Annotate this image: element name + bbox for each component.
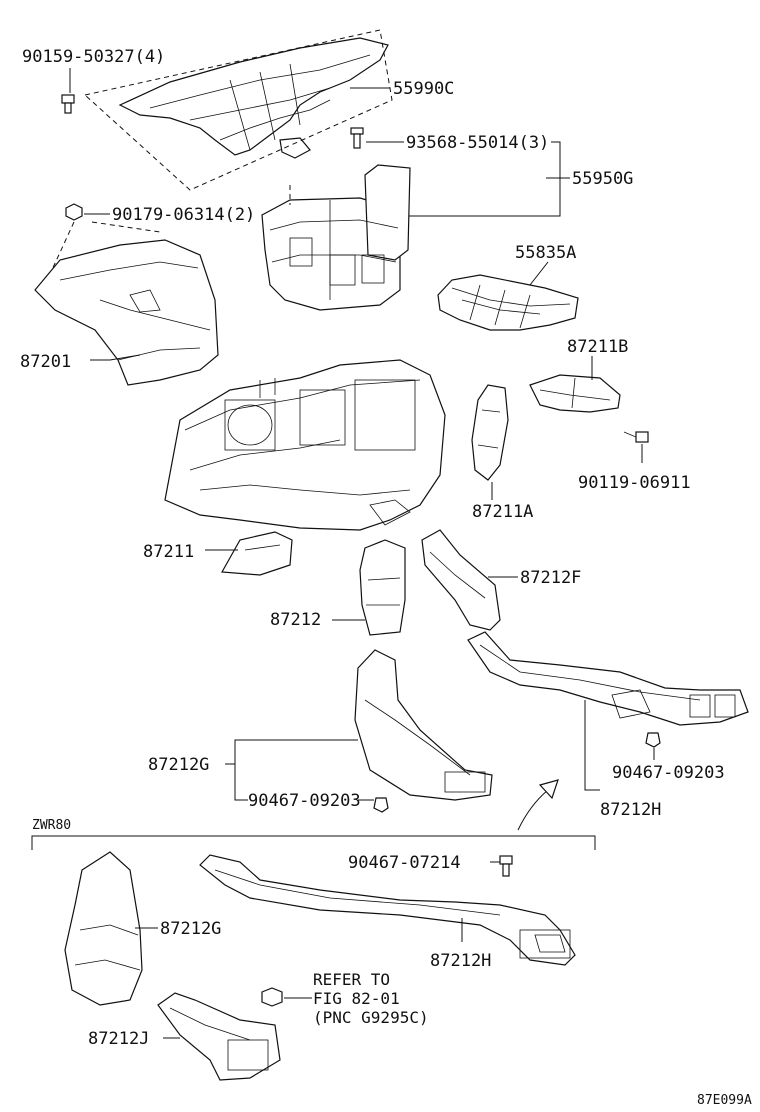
label-90467-09203-b: 90467-09203 — [612, 763, 725, 783]
part-hvac-unit — [164, 359, 446, 531]
label-87212: 87212 — [270, 610, 321, 630]
label-87212h-lower: 87212H — [430, 951, 491, 971]
part-87211a-duct[interactable] — [471, 384, 509, 481]
arrow-up-icon — [517, 779, 559, 831]
label-87211b: 87211B — [567, 337, 628, 357]
part-87211b-bracket[interactable] — [529, 374, 621, 413]
label-87212h: 87212H — [600, 800, 661, 820]
nut-90467-a-icon[interactable] — [373, 797, 389, 813]
clip-refer-icon — [261, 987, 283, 1007]
label-87212g-lower: 87212G — [160, 919, 221, 939]
label-87211: 87211 — [143, 542, 194, 562]
section-zwr80-label: ZWR80 — [32, 818, 71, 833]
part-87212f-duct[interactable] — [421, 529, 501, 631]
section-zwr80-bracket — [31, 835, 596, 850]
part-87212j-duct[interactable] — [157, 992, 281, 1081]
diagram-code: 87E099A — [697, 1093, 752, 1108]
nut-90179-icon[interactable] — [65, 203, 83, 221]
screw-90467-07214-icon[interactable] — [499, 855, 513, 877]
refer-note-line-2: FIG 82-01 — [313, 989, 400, 1008]
part-87211-duct[interactable] — [221, 531, 293, 576]
part-87212h-lower-duct[interactable] — [199, 854, 576, 966]
label-90467-07214: 90467-07214 — [348, 853, 461, 873]
nut-90467-b-icon[interactable] — [645, 732, 661, 748]
label-87212g: 87212G — [148, 755, 209, 775]
label-87212f: 87212F — [520, 568, 581, 588]
part-55950g-case[interactable] — [261, 164, 411, 311]
part-87212h-duct[interactable] — [467, 631, 749, 726]
screw-90119-icon[interactable] — [623, 431, 649, 443]
label-90179-06314: 90179-06314(2) — [112, 205, 255, 225]
part-87212g-lower-duct[interactable] — [64, 851, 143, 1006]
label-55950g: 55950G — [572, 169, 633, 189]
duct-dashed-guide-2 — [91, 221, 161, 233]
cover-dashed-outline — [83, 29, 393, 191]
part-55835a-duct[interactable] — [437, 274, 579, 331]
label-55990c: 55990C — [393, 79, 454, 99]
label-87201: 87201 — [20, 352, 71, 372]
label-93568-55014: 93568-55014(3) — [406, 133, 549, 153]
screw-93568-icon[interactable] — [350, 127, 364, 149]
label-87211a: 87211A — [472, 502, 533, 522]
label-87212j: 87212J — [88, 1029, 149, 1049]
label-55835a: 55835A — [515, 243, 576, 263]
label-90467-09203-a: 90467-09203 — [248, 791, 361, 811]
part-87212-duct[interactable] — [359, 539, 406, 636]
refer-note-line-1: REFER TO — [313, 970, 390, 989]
clip-90159-icon[interactable] — [61, 94, 75, 114]
refer-note-line-3: (PNC G9295C) — [313, 1008, 429, 1027]
label-90159-50327: 90159-50327(4) — [22, 47, 165, 67]
part-87201-duct[interactable] — [34, 239, 219, 386]
label-90119-06911: 90119-06911 — [578, 473, 691, 493]
part-87212g-duct[interactable] — [354, 649, 493, 801]
